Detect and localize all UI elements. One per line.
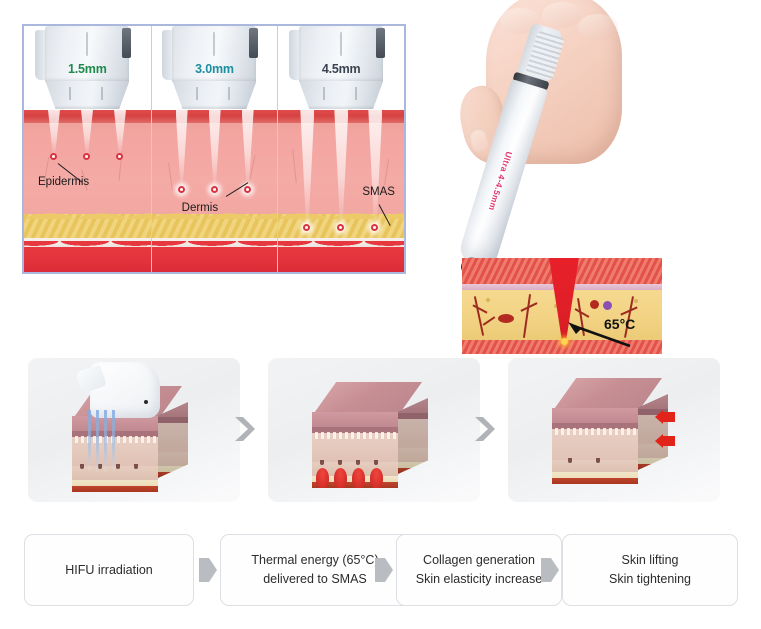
focal-point (210, 186, 218, 193)
cartridge-tick (355, 87, 358, 100)
handpiece-illustration: Ultra 4-4.5mm (430, 0, 761, 360)
flow-line: Skin lifting (621, 553, 679, 567)
focal-point (177, 186, 185, 193)
depth-column-2: 3.0mm Dermis (150, 26, 278, 272)
cartridge-tick (228, 87, 231, 100)
ultrasound-beam (104, 410, 107, 472)
focal-point-hot-spot (561, 338, 568, 345)
annotation-epidermis: Epidermis (38, 176, 90, 188)
annotation-smas: SMAS (362, 186, 395, 198)
coagulation-point (370, 468, 383, 488)
cartridge-connector-tab (376, 28, 386, 58)
cube-side-face (638, 394, 668, 470)
cartridge-bevel (172, 81, 257, 109)
focal-point (83, 153, 90, 160)
cartridge-left-wing (162, 30, 176, 80)
flow-arrow-2 (375, 558, 393, 582)
tissue-muscle-layer (462, 340, 662, 354)
cartridge-tick (196, 87, 199, 100)
layer-muscle (278, 241, 404, 272)
cube-side-face (398, 398, 428, 474)
cartridge-connector-tab (122, 28, 132, 58)
cube-side-face (158, 402, 188, 478)
stage-arrow-1 (234, 416, 256, 442)
flow-arrow-3 (541, 558, 559, 582)
contraction-arrow-upper (655, 410, 675, 424)
flow-line: HIFU irradiation (65, 562, 153, 577)
cartridge-slot (213, 32, 216, 56)
stage-card-ultrasound-delivery (28, 358, 240, 502)
layer-subcutaneous-fat (24, 207, 151, 240)
cartridge-3: 4.5mm (289, 26, 393, 110)
flow-line: Thermal energy (65°C) (251, 553, 379, 567)
handpiece-indicator (144, 400, 148, 404)
depth-column-1: 1.5mm Epidermis (24, 26, 151, 272)
flow-box-skin-lifting[interactable]: Skin lifting Skin tightening (562, 534, 738, 606)
focal-point (337, 224, 345, 231)
cartridge-tick (323, 87, 326, 100)
focal-point (371, 224, 379, 231)
ultrasound-beam (96, 410, 99, 472)
cartridge-left-wing (35, 30, 49, 80)
temperature-arrow (568, 322, 631, 348)
coagulation-point (334, 468, 347, 488)
cartridge-slot (86, 32, 89, 56)
cartridge-1: 1.5mm (35, 26, 139, 110)
cartridge-tick (69, 87, 72, 100)
flow-box-hifu-irradiation[interactable]: HIFU irradiation (24, 534, 194, 606)
cartridge-left-wing (289, 30, 303, 80)
depth-column-3: 4.5mm SMAS (277, 26, 404, 272)
stage-card-tissue-contraction (508, 358, 720, 502)
flow-arrow-1 (199, 558, 217, 582)
focal-point (243, 186, 251, 193)
stage-arrow-2 (474, 416, 496, 442)
cartridge-body (45, 26, 132, 82)
focal-point (116, 153, 123, 160)
flow-line: Skin elasticity increase (415, 572, 543, 586)
skin-cross-section-1: Epidermis (24, 110, 151, 272)
annotation-dermis: Dermis (181, 202, 219, 214)
cartridge-2: 3.0mm (162, 26, 266, 110)
hifu-depth-comparison-panel: 1.5mm Epidermis (22, 24, 406, 274)
layer-muscle (151, 241, 278, 272)
coagulation-point (316, 468, 329, 488)
handpiece-model-text: Ultra 4-4.5mm (486, 150, 515, 212)
depth-label-2: 3.0mm (195, 62, 234, 76)
coagulation-point (352, 468, 365, 488)
cartridge-body (299, 26, 386, 82)
flow-line: Collagen generation (423, 553, 535, 567)
flow-box-collagen-generation[interactable]: Collagen generation Skin elasticity incr… (396, 534, 562, 606)
cube-front-face (72, 416, 158, 492)
flow-line: delivered to SMAS (263, 572, 367, 586)
cartridge-connector-tab (249, 28, 259, 58)
cartridge-bevel (299, 81, 384, 109)
contraction-arrow-lower (655, 434, 675, 448)
cartridge-bevel (45, 81, 130, 109)
layer-muscle (24, 241, 151, 272)
cartridge-tick (101, 87, 104, 100)
layer-subcutaneous-fat (151, 207, 278, 240)
skin-cube-2 (312, 382, 434, 488)
skin-cross-section-3: SMAS (278, 110, 404, 272)
tissue-cross-section-focal: 65°C (462, 258, 662, 354)
focal-point (50, 153, 57, 160)
process-flow: HIFU irradiation Thermal energy (65°C) d… (24, 534, 738, 606)
cube-front-face (552, 408, 638, 484)
depth-label-3: 4.5mm (321, 62, 361, 76)
mini-handpiece (90, 362, 160, 418)
cube-front-face (312, 412, 398, 488)
depth-label-1: 1.5mm (68, 62, 107, 76)
skin-cube-3 (552, 378, 674, 484)
cartridge-body (172, 26, 259, 82)
skin-cross-section-2: Dermis (151, 110, 278, 272)
ultrasound-beam (88, 410, 91, 470)
flow-line: Skin tightening (608, 572, 691, 586)
temperature-label: 65°C (604, 316, 636, 332)
cartridge-slot (340, 32, 343, 56)
stage-card-thermal-coagulation (268, 358, 480, 502)
ultrasound-beam (112, 410, 115, 470)
focal-point (303, 224, 311, 231)
